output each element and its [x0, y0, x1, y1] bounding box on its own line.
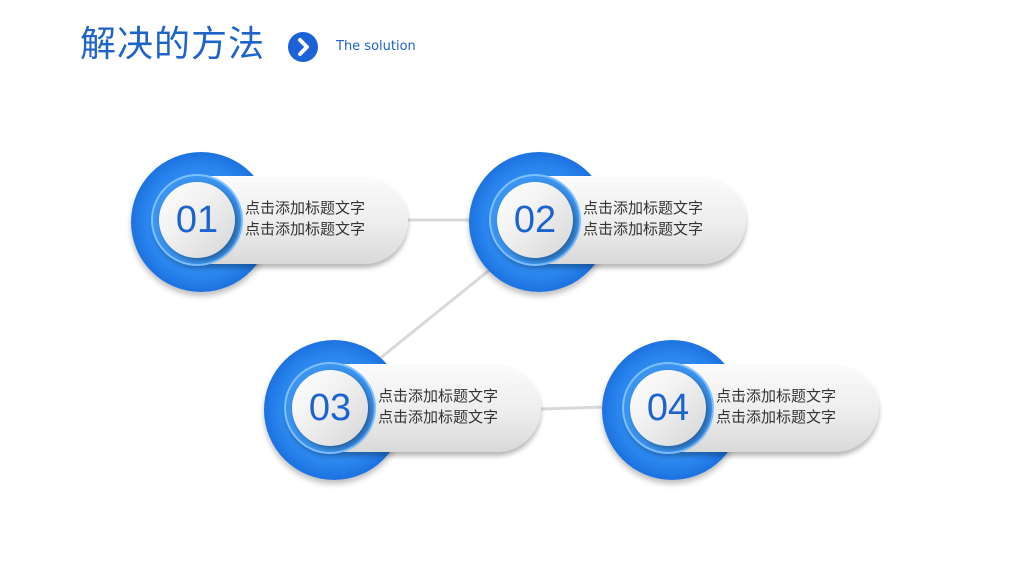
step-label[interactable]: 点击添加标题文字 点击添加标题文字	[716, 386, 866, 428]
step-number: 04	[646, 387, 690, 429]
step-label-line2: 点击添加标题文字	[378, 408, 499, 426]
step-label-line1: 点击添加标题文字	[716, 387, 837, 405]
step-disc	[159, 182, 235, 258]
step-label-line2: 点击添加标题文字	[716, 408, 837, 426]
step-node-01: 01 点击添加标题文字 点击添加标题文字	[131, 152, 411, 292]
page-subtitle: The solution	[336, 39, 416, 54]
step-node-04: 04 点击添加标题文字 点击添加标题文字	[602, 340, 882, 480]
step-disc	[497, 182, 573, 258]
step-disc	[292, 370, 368, 446]
step-label[interactable]: 点击添加标题文字 点击添加标题文字	[245, 198, 395, 240]
step-number: 02	[513, 199, 557, 241]
page-title: 解决的方法	[80, 24, 266, 65]
step-disc	[630, 370, 706, 446]
step-node-02: 02 点击添加标题文字 点击添加标题文字	[469, 152, 749, 292]
step-number: 03	[308, 387, 352, 429]
step-label-line1: 点击添加标题文字	[245, 199, 366, 217]
step-number: 01	[175, 199, 219, 241]
step-label-line1: 点击添加标题文字	[583, 199, 704, 217]
chevron-right-circle-icon	[288, 32, 318, 62]
step-label-line2: 点击添加标题文字	[583, 220, 704, 238]
connector-03-04	[539, 405, 607, 411]
step-label-line2: 点击添加标题文字	[245, 220, 366, 238]
step-node-03: 03 点击添加标题文字 点击添加标题文字	[264, 340, 544, 480]
connector-02-03	[377, 266, 493, 362]
step-label[interactable]: 点击添加标题文字 点击添加标题文字	[378, 386, 528, 428]
step-label[interactable]: 点击添加标题文字 点击添加标题文字	[583, 198, 733, 240]
step-label-line1: 点击添加标题文字	[378, 387, 499, 405]
